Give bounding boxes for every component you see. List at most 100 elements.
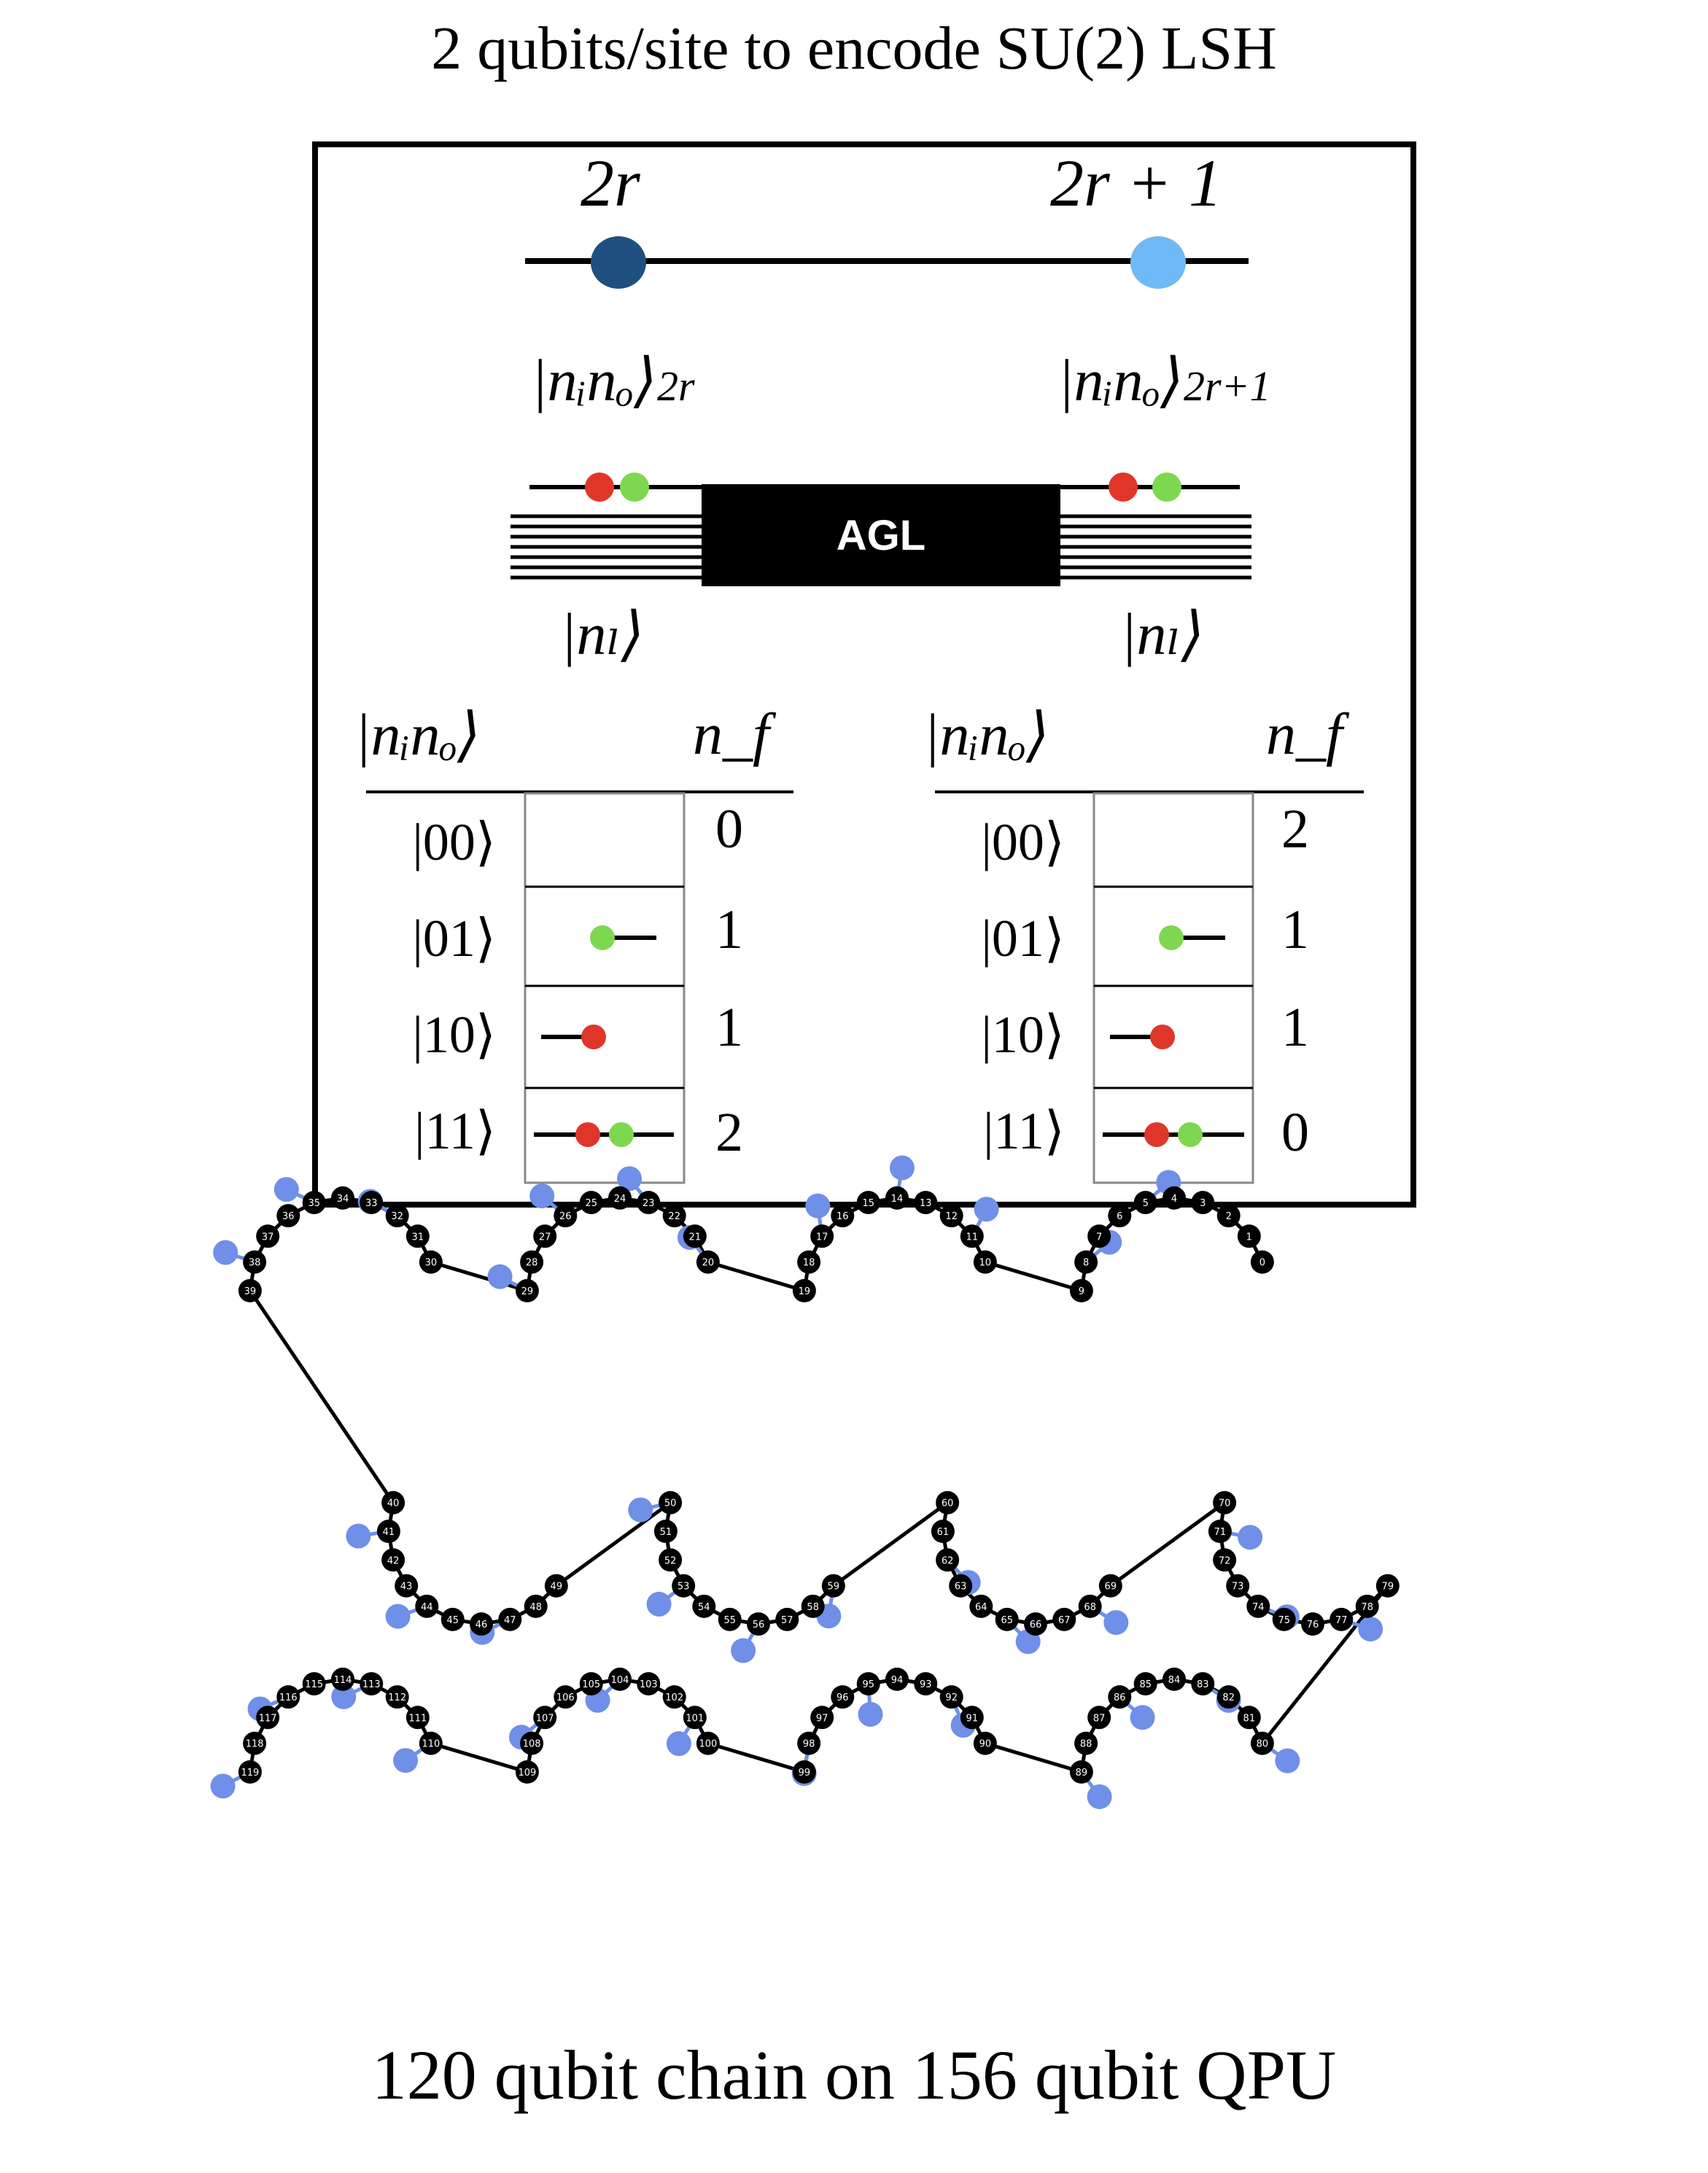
chain-qubit-index: 98 [803, 1739, 815, 1750]
table-right-glyphs [1103, 925, 1244, 1147]
chain-qubit [302, 1672, 326, 1696]
site-odd-label: 2r + 1 [1050, 146, 1222, 220]
chain-qubit [821, 1574, 845, 1598]
chain-qubit-index: 34 [337, 1194, 349, 1205]
table-right-row-2-red [1150, 1025, 1175, 1049]
chain-qubit [662, 1685, 686, 1709]
chain-qubit [1108, 1204, 1132, 1228]
chain-qubit-index: 110 [422, 1739, 440, 1750]
chain-qubit [238, 1760, 262, 1784]
agl-label: AGL [836, 511, 926, 559]
chain-qubit [1191, 1672, 1215, 1696]
chain-qubit [939, 1685, 963, 1709]
chain-qubit [936, 1548, 960, 1572]
unused-qubit [858, 1702, 883, 1727]
chain-qubit [797, 1731, 821, 1755]
site-odd-dot [1130, 236, 1186, 289]
chain-qubit-index: 52 [664, 1555, 677, 1566]
chain-qubit-index: 67 [1058, 1615, 1071, 1626]
table-left-row-3-green [609, 1122, 634, 1147]
chain-qubit-index: 26 [559, 1211, 572, 1222]
chain-qubit-index: 97 [816, 1713, 828, 1724]
chain-qubit [960, 1224, 984, 1248]
chain-qubit [1355, 1594, 1379, 1618]
chain-qubit [718, 1607, 742, 1631]
chain-qubit [554, 1685, 578, 1709]
chain-edge [248, 1289, 395, 1504]
table-left-row-3-red [575, 1122, 600, 1147]
chain-qubit [960, 1706, 984, 1730]
chain-qubit [520, 1250, 544, 1274]
table-left-glyphs [534, 925, 674, 1147]
table-left-row-3-state: |11⟩ [414, 1102, 496, 1160]
chain-qubit [969, 1594, 993, 1618]
fermion-green-right [1152, 473, 1181, 502]
chain-qubit [385, 1204, 409, 1228]
chain-qubit-index: 32 [391, 1211, 403, 1222]
chain-qubit-index: 19 [799, 1286, 811, 1297]
chain-edge [707, 1741, 805, 1774]
chain-qubit-index: 94 [891, 1675, 904, 1686]
chain-qubit [1087, 1706, 1111, 1730]
chain-qubit [256, 1224, 280, 1248]
chain-qubit [653, 1520, 678, 1543]
chain-qubit-index: 73 [1232, 1582, 1244, 1593]
table-left-row-2-state: |10⟩ [412, 1006, 496, 1064]
chain-qubit [792, 1760, 816, 1784]
table-right-row-3-green [1178, 1122, 1203, 1147]
chain-qubit-index: 16 [836, 1211, 849, 1222]
unused-qubit [273, 1177, 299, 1202]
chain-qubit-index: 118 [246, 1739, 264, 1750]
chain-qubit [243, 1731, 267, 1755]
chain-qubit-index: 74 [1252, 1602, 1265, 1613]
chain-qubit-index: 20 [702, 1258, 715, 1269]
chain-qubit [360, 1672, 384, 1696]
chain-qubit [533, 1224, 557, 1248]
chain-qubit [1375, 1574, 1400, 1598]
chain-qubit [696, 1731, 720, 1755]
chain-qubit [381, 1548, 405, 1572]
chain-qubit-index: 99 [799, 1768, 811, 1779]
chain-qubit [1246, 1594, 1270, 1618]
chain-qubit-index: 47 [504, 1615, 516, 1626]
chain-qubit-index: 113 [362, 1679, 381, 1690]
chain-qubit-index: 104 [611, 1675, 629, 1686]
chain-qubit [1162, 1667, 1186, 1691]
state-odd-label: |nᵢnₒ⟩2r+1 [1057, 347, 1271, 413]
chain-qubit-index: 59 [828, 1582, 840, 1593]
table-right-row-0-state: |00⟩ [981, 813, 1065, 871]
chain-qubit [949, 1574, 973, 1598]
chain-qubit-index: 75 [1278, 1615, 1290, 1626]
figure-title: 2 qubits/site to encode SU(2) LSH [431, 15, 1277, 82]
chain-qubit [659, 1490, 683, 1515]
chain-qubit-index: 36 [282, 1211, 295, 1222]
chain-qubit [331, 1186, 354, 1210]
link-odd-label: |nₗ⟩ [1120, 601, 1205, 667]
chain-qubit [1237, 1224, 1261, 1248]
chain-qubit-index: 111 [408, 1713, 427, 1724]
state-even-label: |nᵢnₒ⟩2r [531, 347, 695, 413]
unused-qubit [805, 1193, 831, 1218]
chain-qubit [683, 1706, 707, 1730]
chain-qubit-index: 41 [383, 1527, 395, 1538]
chain-qubit-index: 11 [966, 1232, 979, 1243]
chain-qubit-index: 90 [979, 1739, 992, 1750]
table-left-row-2-nf: 1 [715, 997, 743, 1058]
table-left-row-1-nf: 1 [715, 899, 743, 960]
unused-qubit [617, 1166, 643, 1192]
chain-qubit [1216, 1204, 1241, 1228]
chain-qubit-index: 45 [446, 1615, 459, 1626]
chain-qubit [914, 1672, 938, 1696]
figure-caption: 120 qubit chain on 156 qubit QPU [371, 2036, 1337, 2114]
table-right-row-3-state: |11⟩ [983, 1102, 1065, 1160]
chain-qubit [256, 1706, 280, 1730]
chain-qubit [1098, 1574, 1122, 1598]
table-right-row-0-nf: 2 [1281, 798, 1309, 860]
chain-qubit-index: 53 [678, 1582, 690, 1593]
chain-qubit-index: 64 [975, 1602, 987, 1613]
chain-qubit-index: 50 [664, 1498, 677, 1509]
table-right-row-1-green [1159, 925, 1184, 950]
chain-qubit-index: 70 [1219, 1498, 1231, 1509]
chain-qubit-index: 2 [1226, 1211, 1232, 1222]
chain-qubit-index: 62 [942, 1555, 954, 1566]
